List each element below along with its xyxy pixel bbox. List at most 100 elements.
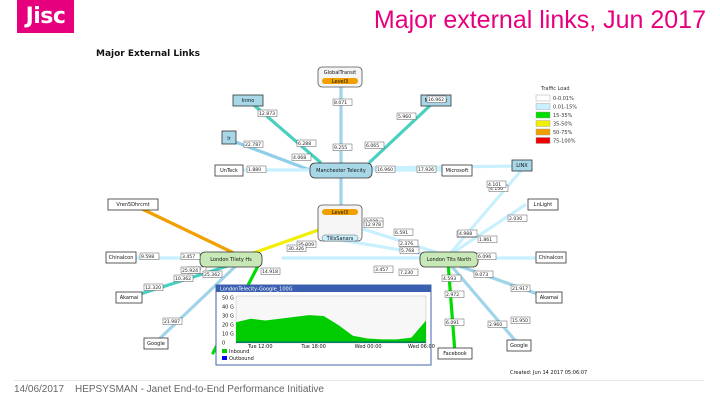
- link-label: 6.288: [298, 141, 311, 147]
- link-label-box: [180, 266, 201, 274]
- footer-divider: [14, 380, 704, 381]
- link-label-box: [457, 229, 478, 237]
- legend-label: 50-75%: [553, 130, 573, 136]
- legend-swatch: [535, 94, 551, 102]
- legend-label: 35-50%: [553, 122, 573, 128]
- legend-label: 75-100%: [553, 139, 576, 145]
- link-label-box: [510, 316, 531, 324]
- link-label-box: [486, 180, 507, 188]
- legend-swatch: [535, 137, 551, 144]
- traffic-graph-popup[interactable]: LondonTelecity-Google_100G 50 G40 G30 G2…: [215, 284, 435, 366]
- svg-text:ChinaIcon: ChinaIcon: [539, 255, 564, 261]
- link-label-box: [399, 246, 420, 254]
- node-linx[interactable]: LINX: [511, 159, 533, 172]
- svg-text:UnTeck: UnTeck: [220, 168, 238, 174]
- node-manchester-telecity[interactable]: Manchester Telecity: [309, 162, 373, 179]
- link-label-box: [476, 252, 497, 260]
- link-label-box: [477, 235, 498, 243]
- link-label-box: [180, 252, 201, 260]
- svg-text:Akamai: Akamai: [540, 295, 559, 301]
- legend-swatch: [535, 128, 551, 136]
- link-label: 1.861: [479, 237, 492, 243]
- link-label: 6.091: [446, 320, 459, 326]
- graph-x-tick: Wed 00:00: [355, 344, 382, 350]
- svg-text:Ir: Ir: [227, 136, 231, 142]
- link-label: 22.787: [245, 142, 261, 148]
- link-label-box: [444, 290, 465, 298]
- node-london-tlts-north[interactable]: London Tlts North: [419, 251, 479, 268]
- node-google-right[interactable]: Google: [506, 339, 532, 352]
- link-label-box: [364, 141, 385, 149]
- svg-text:GlobalTransit: GlobalTransit: [324, 70, 357, 76]
- node-level3-tilson[interactable]: Level3 TillsSanars: [317, 204, 363, 242]
- node-akamai-left[interactable]: Akamai: [115, 291, 143, 304]
- link-label-box: [444, 318, 465, 326]
- svg-text:Inbound: Inbound: [229, 349, 249, 355]
- legend-label: 0.01-15%: [553, 105, 577, 111]
- link-label-box: [260, 267, 281, 275]
- node-chinaicon-left[interactable]: ChinaIcon: [105, 251, 137, 264]
- diagram-heading: Major External Links: [96, 49, 200, 59]
- link-label: 9.073: [475, 272, 488, 278]
- node-akamai-right[interactable]: Akamai: [535, 291, 563, 304]
- node-facebook[interactable]: Facebook: [437, 347, 473, 360]
- footer-date: 14/06/2017: [14, 384, 65, 395]
- jisc-logo: Jisc: [17, 0, 74, 33]
- link-label-box: [296, 240, 317, 248]
- link-label: 12.320: [145, 285, 161, 291]
- node-inmo[interactable]: Inmo: [232, 94, 264, 107]
- node-london-tilety[interactable]: London Tilety Hs: [199, 251, 263, 268]
- link-label: 2.972: [446, 292, 459, 298]
- link-label: 9.598: [141, 254, 154, 260]
- link-label: 21.987: [164, 319, 180, 325]
- link-label: 2.960: [489, 322, 502, 328]
- link-label-box: [507, 214, 528, 222]
- svg-text:Google: Google: [510, 343, 528, 349]
- graph-x-tick: Tue 18:00: [300, 344, 326, 350]
- link-label-box: [246, 165, 267, 173]
- svg-text:Facebook: Facebook: [443, 351, 467, 357]
- link-label: 17.926: [418, 167, 434, 173]
- svg-text:LINX: LINX: [516, 163, 528, 169]
- svg-text:Inmo: Inmo: [242, 98, 255, 104]
- legend-swatch: [535, 120, 551, 127]
- node-microsoft-right[interactable]: Microsoft: [441, 164, 473, 177]
- svg-text:LnLight: LnLight: [534, 202, 552, 208]
- link-label: 16.960: [377, 167, 393, 173]
- node-google-left[interactable]: Google: [143, 337, 169, 350]
- svg-text:London Tlts North: London Tlts North: [427, 257, 472, 263]
- svg-text:London Tilety Hs: London Tilety Hs: [210, 257, 252, 263]
- link-label-box: [393, 228, 414, 236]
- link-label: 6.065: [366, 143, 379, 149]
- link-label: 14.918: [262, 269, 278, 275]
- created-timestamp: Created: Jun 14 2017 05:06:07: [510, 370, 587, 376]
- legend-swatch: [535, 103, 551, 110]
- link-label: 25.362: [204, 272, 220, 278]
- link-label-box: [162, 317, 183, 325]
- node-ir[interactable]: Ir: [221, 130, 237, 145]
- link-label-box: [426, 95, 447, 103]
- graph-x-tick: Tue 12:00: [247, 344, 273, 350]
- link-label-box: [363, 220, 384, 228]
- link-label: 6.591: [395, 230, 408, 236]
- graph-title: LondonTelecity-Google_100G: [220, 287, 293, 293]
- link-label: 3.457: [182, 254, 195, 260]
- link-label-box: [398, 239, 419, 247]
- node-vivendi[interactable]: Vren5Dhrcmt: [107, 198, 159, 211]
- link-label: 5.768: [401, 248, 414, 254]
- link-label-box: [332, 143, 353, 151]
- svg-text:ChinaIcon: ChinaIcon: [109, 255, 134, 261]
- graph-legend: Inbound Outbound: [222, 349, 254, 362]
- node-lnlight[interactable]: LnLight: [527, 198, 559, 211]
- link-label-box: [139, 252, 160, 260]
- link-label: 12.978: [365, 222, 381, 228]
- node-globaltransit[interactable]: GlobalTransit Level3: [317, 66, 363, 88]
- link-label-box: [373, 265, 394, 273]
- node-unteck[interactable]: UnTeck: [214, 164, 244, 177]
- node-chinaicon-right[interactable]: ChinaIcon: [535, 251, 567, 264]
- svg-text:Level3: Level3: [332, 210, 348, 216]
- svg-text:TillsSanars: TillsSanars: [326, 236, 354, 242]
- link-label: 4.593: [443, 276, 456, 282]
